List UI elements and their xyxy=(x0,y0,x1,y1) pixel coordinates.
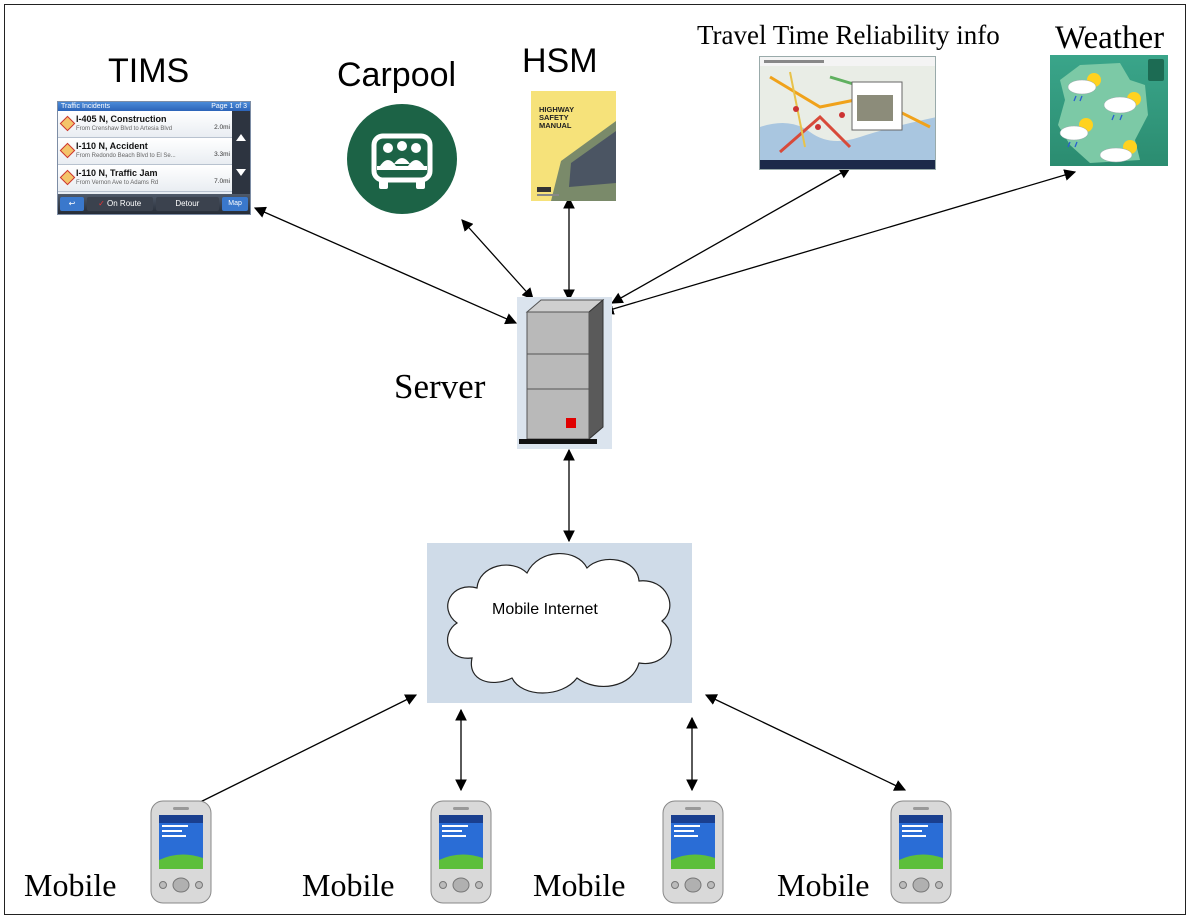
arrow-internet-mobile1 xyxy=(158,694,418,823)
back-arrow-icon: ↩ xyxy=(60,197,84,211)
tims-row-sub: From Redondo Beach Blvd to El Se... xyxy=(76,153,176,159)
arrow-traveltime-server xyxy=(610,167,852,304)
travel-time-map-thumbnail xyxy=(759,56,936,170)
tims-incident-row: I-110 N, Traffic Jam From Vernon Ave to … xyxy=(58,165,234,192)
mobile-internet-cloud: Mobile Internet xyxy=(427,543,692,703)
tims-row-dist: 3.3mi xyxy=(214,151,230,158)
weather-map-tile xyxy=(1050,55,1168,166)
on-route-button: ✓ On Route xyxy=(86,197,153,211)
traffic-jam-icon xyxy=(59,169,76,186)
server-icon xyxy=(517,297,612,449)
hsm-cover-line: HIGHWAY xyxy=(539,105,575,114)
pda-phone-icon xyxy=(890,800,952,909)
tims-incident-row: I-405 N, Construction From Crenshaw Blvd… xyxy=(58,111,234,138)
hsm-cover-line: SAFETY xyxy=(539,113,569,122)
hsm-cover-line: MANUAL xyxy=(539,121,572,130)
pda-phone-icon xyxy=(430,800,492,909)
mobile-label-4: Mobile xyxy=(777,867,870,903)
tims-label: TIMS xyxy=(108,52,190,90)
tims-row-sub: From Crenshaw Blvd to Artesia Blvd xyxy=(76,126,173,132)
arrow-tims-server xyxy=(253,206,518,325)
accident-icon xyxy=(59,142,76,159)
map-button: Map xyxy=(222,197,248,211)
arrow-weather-server xyxy=(601,169,1077,315)
tims-row-title: I-110 N, Traffic Jam xyxy=(76,168,158,178)
tims-toolbar: ↩ ✓ On Route Detour Map xyxy=(58,194,250,214)
pda-phone-icon xyxy=(662,800,724,909)
arrow-carpool-server xyxy=(461,219,534,300)
hsm-book-cover: HIGHWAY SAFETY MANUAL xyxy=(531,91,616,201)
detour-button: Detour xyxy=(155,197,220,211)
server-label: Server xyxy=(394,367,486,406)
tims-row-title: I-405 N, Construction xyxy=(76,114,167,124)
tims-header-title: Traffic Incidents xyxy=(61,103,111,110)
weather-label: Weather xyxy=(1055,20,1165,56)
pda-phone-icon xyxy=(150,800,212,909)
tims-scrollbar xyxy=(232,111,250,195)
tims-row-title: I-110 N, Accident xyxy=(76,141,148,151)
mobile-label-3: Mobile xyxy=(533,867,626,903)
tims-panel-header: Traffic Incidents Page 1 of 3 xyxy=(58,102,250,111)
carpool-label: Carpool xyxy=(337,56,457,94)
arrow-internet-mobile4 xyxy=(704,694,907,791)
tims-header-page: Page 1 of 3 xyxy=(211,103,247,110)
mobile-internet-label: Mobile Internet xyxy=(492,601,598,618)
mobile-label-2: Mobile xyxy=(302,867,395,903)
tims-row-dist: 2.0mi xyxy=(214,124,230,131)
tims-incident-row: I-110 N, Accident From Redondo Beach Blv… xyxy=(58,138,234,165)
hsm-label: HSM xyxy=(522,42,598,80)
tims-incident-panel: Traffic Incidents Page 1 of 3 I-405 N, C… xyxy=(57,101,251,215)
mobile-label-1: Mobile xyxy=(24,867,117,903)
diagram-border xyxy=(4,4,1186,915)
tims-row-sub: From Vernon Ave to Adams Rd xyxy=(76,180,159,186)
travel-time-label: Travel Time Reliability info xyxy=(697,20,1000,50)
warning-icon xyxy=(59,115,76,132)
carpool-icon xyxy=(347,104,457,214)
tims-row-dist: 7.0mi xyxy=(214,178,230,185)
